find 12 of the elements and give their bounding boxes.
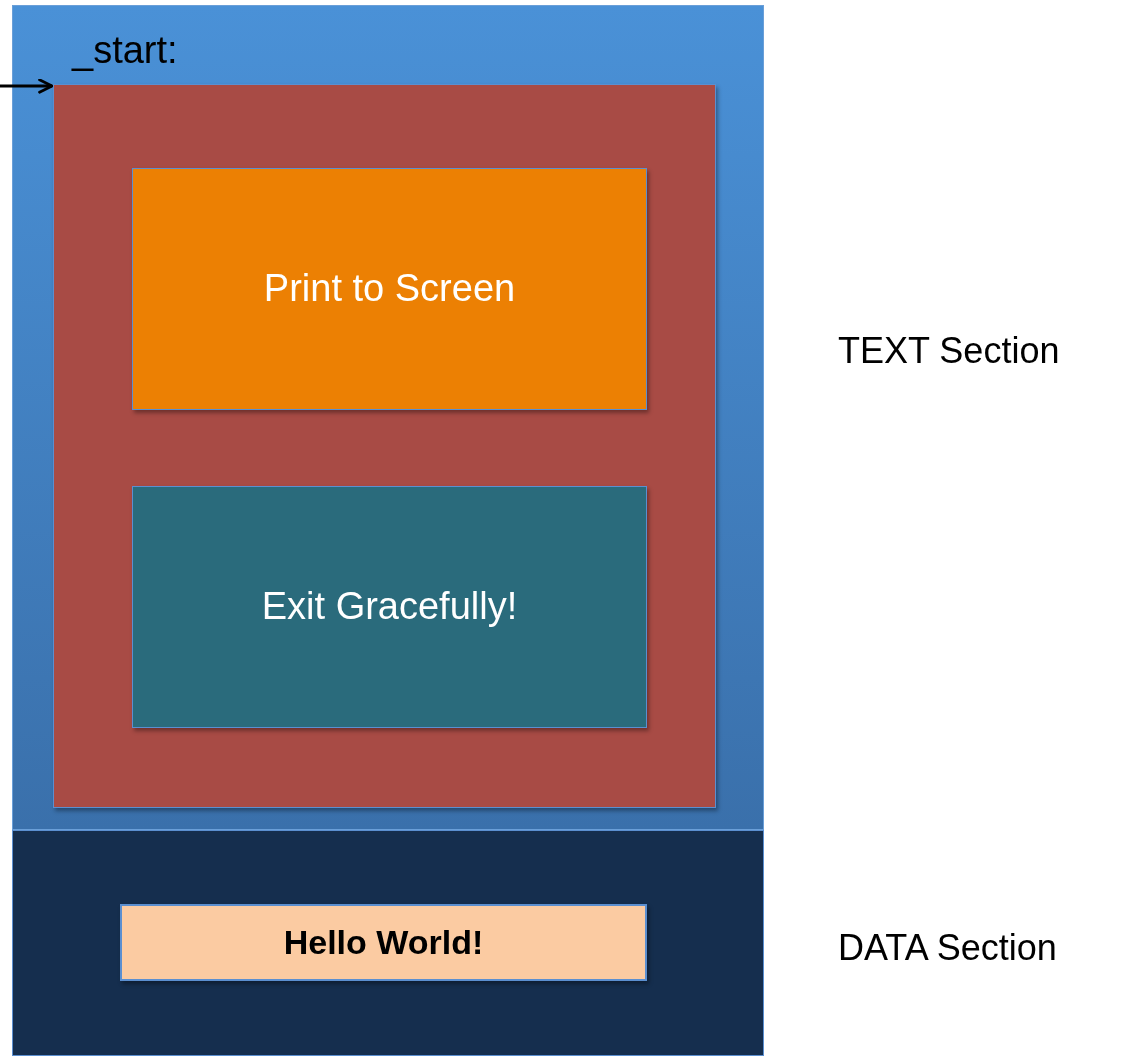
code-block-box — [132, 486, 647, 728]
section-label: DATA Section — [838, 927, 1057, 969]
arrow — [0, 78, 54, 94]
memory-section-box — [12, 830, 764, 1056]
memory-section-box — [12, 5, 764, 830]
code-block-box — [120, 904, 647, 981]
block-label: Exit Gracefully! — [261, 585, 518, 629]
label-text: _start: — [72, 29, 178, 73]
code-block-box — [132, 168, 647, 410]
block-label: Print to Screen — [263, 267, 516, 311]
block-label: Hello World! — [283, 922, 484, 963]
section-label: TEXT Section — [838, 330, 1060, 372]
